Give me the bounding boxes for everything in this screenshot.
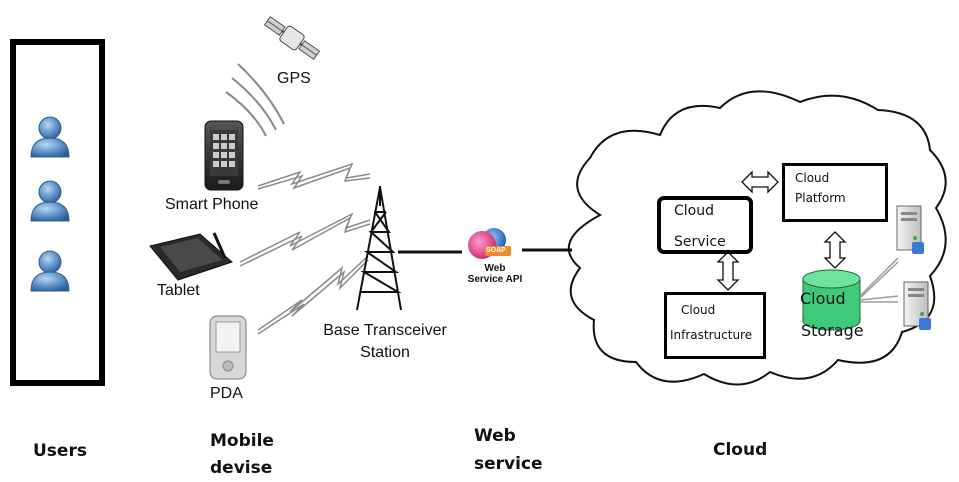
tablet-label: Tablet — [157, 282, 200, 299]
caption-mobile-line2: devise — [210, 458, 273, 478]
user-icon — [30, 180, 70, 222]
tower-icon — [356, 186, 402, 311]
station-label-line2: Station — [360, 344, 410, 361]
pda-icon — [209, 315, 247, 380]
cloud-shape — [567, 90, 947, 386]
cloud-storage-line2: Storage — [801, 321, 864, 340]
database-icon — [802, 269, 861, 331]
web-api-label-line1: Web — [484, 263, 506, 274]
satellite-icon — [263, 16, 321, 60]
caption-cloud: Cloud — [713, 440, 768, 460]
tablet-icon — [149, 232, 233, 281]
gps-signal — [225, 63, 285, 137]
caption-web-line1: Web — [474, 426, 516, 446]
soap-badge: SOAP — [486, 247, 506, 254]
cloud-platform-line1: Cloud — [795, 171, 830, 185]
cloud-infrastructure-line1: Cloud — [681, 303, 716, 317]
cloud-infrastructure-line2: Infrastructure — [670, 328, 753, 342]
user-icon — [30, 250, 70, 292]
caption-web-line2: service — [474, 454, 543, 474]
caption-mobile-line1: Mobile — [210, 431, 274, 451]
server-links — [859, 257, 899, 303]
cloud-platform-box: Cloud Platform — [782, 163, 888, 222]
smart-phone-label: Smart Phone — [165, 196, 259, 213]
web-api-label-line2: Service API — [467, 274, 523, 285]
station-label-line1: Base Transceiver — [323, 322, 447, 339]
server-icon — [896, 205, 924, 254]
smartphone-icon — [204, 120, 244, 191]
cloud-service-line1: Cloud — [674, 203, 714, 219]
service-infrastructure-arrow — [716, 251, 740, 291]
users-frame — [10, 39, 105, 386]
cloud-storage-line1: Cloud — [800, 289, 846, 308]
gps-label: GPS — [277, 70, 311, 87]
cloud-service-line2: Service — [674, 234, 726, 250]
cloud-platform-line2: Platform — [795, 191, 846, 205]
pda-label: PDA — [210, 385, 243, 402]
caption-users: Users — [33, 441, 87, 461]
soap-icon — [468, 228, 511, 259]
cloud-infrastructure-box: Cloud Infrastructure — [664, 292, 766, 359]
user-icon — [30, 116, 70, 158]
cloud-service-box: Cloud Service — [657, 196, 753, 254]
server-icon — [903, 281, 931, 330]
wireless-links — [239, 162, 371, 335]
platform-storage-arrow — [823, 231, 847, 269]
platform-service-arrow — [741, 170, 779, 194]
